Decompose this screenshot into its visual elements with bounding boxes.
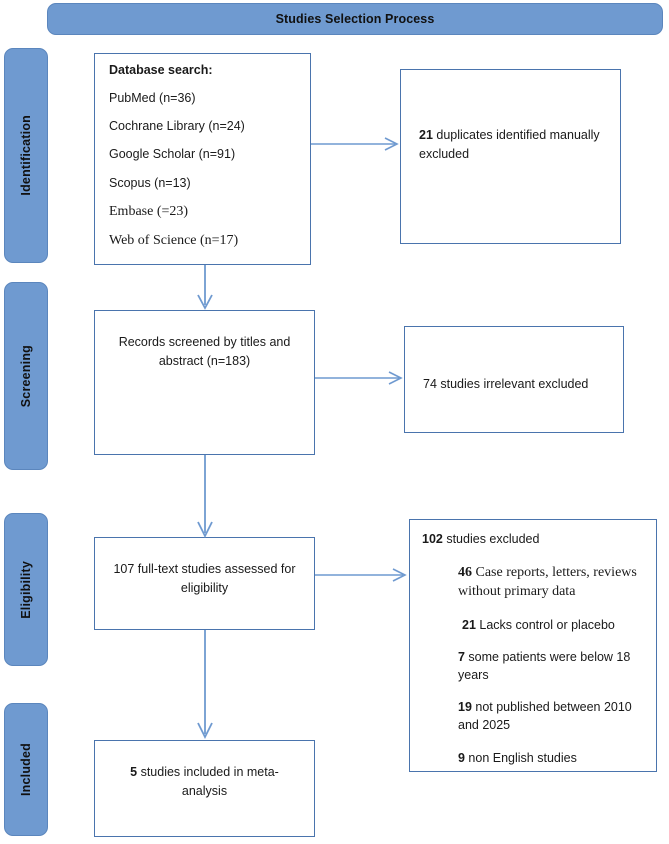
irrelevant-excluded-text: 74 studies irrelevant excluded: [423, 377, 589, 391]
fulltext-assessed-box: 107 full-text studies assessed for eligi…: [94, 537, 315, 630]
database-search-box: Database search: PubMed (n=36) Cochrane …: [94, 53, 311, 265]
exclusion-reason-date-range-count: 19: [458, 700, 472, 715]
studies-excluded-label: studies excluded: [442, 532, 540, 546]
exclusion-reason-case-reports-text: Case reports, letters, reviews without p…: [458, 565, 637, 600]
stage-label-included-text: Included: [19, 743, 33, 796]
database-source-web-of-science: Web of Science (n=17): [109, 233, 239, 249]
duplicates-excluded-text: 21 duplicates identified manually exclud…: [419, 126, 606, 164]
exclusion-reason-case-reports: 46 Case reports, letters, reviews withou…: [422, 564, 646, 602]
stage-label-screening-text: Screening: [19, 344, 33, 408]
duplicates-excluded-box: 21 duplicates identified manually exclud…: [400, 69, 621, 244]
studies-included-count: 5: [130, 765, 138, 779]
database-search-heading: Database search:: [109, 63, 213, 77]
database-source-scopus: Scopus (n=13): [109, 175, 191, 190]
connector-eligibility-to-included: [197, 630, 213, 740]
studies-excluded-box: 102 studies excluded 46 Case reports, le…: [409, 519, 657, 772]
database-source-cochrane: Cochrane Library (n=24): [109, 119, 245, 134]
exclusion-reason-date-range: 19 not published between 2010 and 2025: [422, 698, 646, 734]
exclusion-reason-underage: 7 some patients were below 18 years: [422, 648, 646, 684]
database-source-embase: Embase (=23): [109, 203, 189, 219]
exclusion-reason-date-range-text: not published between 2010 and 2025: [458, 700, 632, 733]
fulltext-assessed-text: 107 full-text studies assessed for eligi…: [113, 562, 296, 596]
connector-eligibility-to-excluded: [315, 568, 407, 582]
studies-excluded-heading: 102 studies excluded: [422, 530, 646, 548]
studies-included-text: studies included in meta-analysis: [137, 765, 279, 799]
diagram-title-banner: Studies Selection Process: [47, 3, 663, 35]
records-screened-box: Records screened by titles and abstract …: [94, 310, 315, 455]
exclusion-reason-underage-text: some patients were below 18 years: [458, 650, 631, 683]
exclusion-reason-no-control: 21 Lacks control or placebo: [422, 616, 646, 634]
stage-label-identification: Identification: [4, 48, 48, 263]
stage-label-screening: Screening: [4, 282, 48, 470]
page-title: Studies Selection Process: [275, 12, 435, 26]
connector-identification-to-screening: [197, 265, 213, 310]
irrelevant-excluded-box: 74 studies irrelevant excluded: [404, 326, 624, 433]
duplicates-count: 21: [419, 128, 433, 142]
connector-screening-to-irrelevant: [315, 371, 403, 385]
exclusion-reason-non-english-count: 9: [458, 750, 465, 765]
duplicates-label: duplicates identified manually excluded: [419, 128, 600, 161]
studies-included-box: 5 studies included in meta-analysis: [94, 740, 315, 837]
exclusion-reason-no-control-count: 21: [462, 617, 476, 632]
stage-label-eligibility: Eligibility: [4, 513, 48, 666]
exclusion-reason-non-english-text: non English studies: [464, 750, 577, 765]
database-source-pubmed: PubMed (n=36): [109, 91, 196, 106]
exclusion-reason-non-english: 9 non English studies: [422, 749, 646, 767]
exclusion-reason-case-reports-count: 46: [458, 565, 472, 581]
studies-excluded-count: 102: [422, 532, 443, 546]
exclusion-reason-no-control-text: Lacks control or placebo: [475, 617, 615, 632]
stage-label-eligibility-text: Eligibility: [19, 560, 33, 619]
database-source-google-scholar: Google Scholar (n=91): [109, 147, 236, 162]
stage-label-included: Included: [4, 703, 48, 836]
connector-identification-to-duplicates: [311, 137, 399, 151]
exclusion-reason-underage-count: 7: [458, 650, 465, 665]
stage-label-identification-text: Identification: [19, 115, 33, 196]
records-screened-text: Records screened by titles and abstract …: [118, 335, 291, 369]
connector-screening-to-eligibility: [197, 455, 213, 539]
